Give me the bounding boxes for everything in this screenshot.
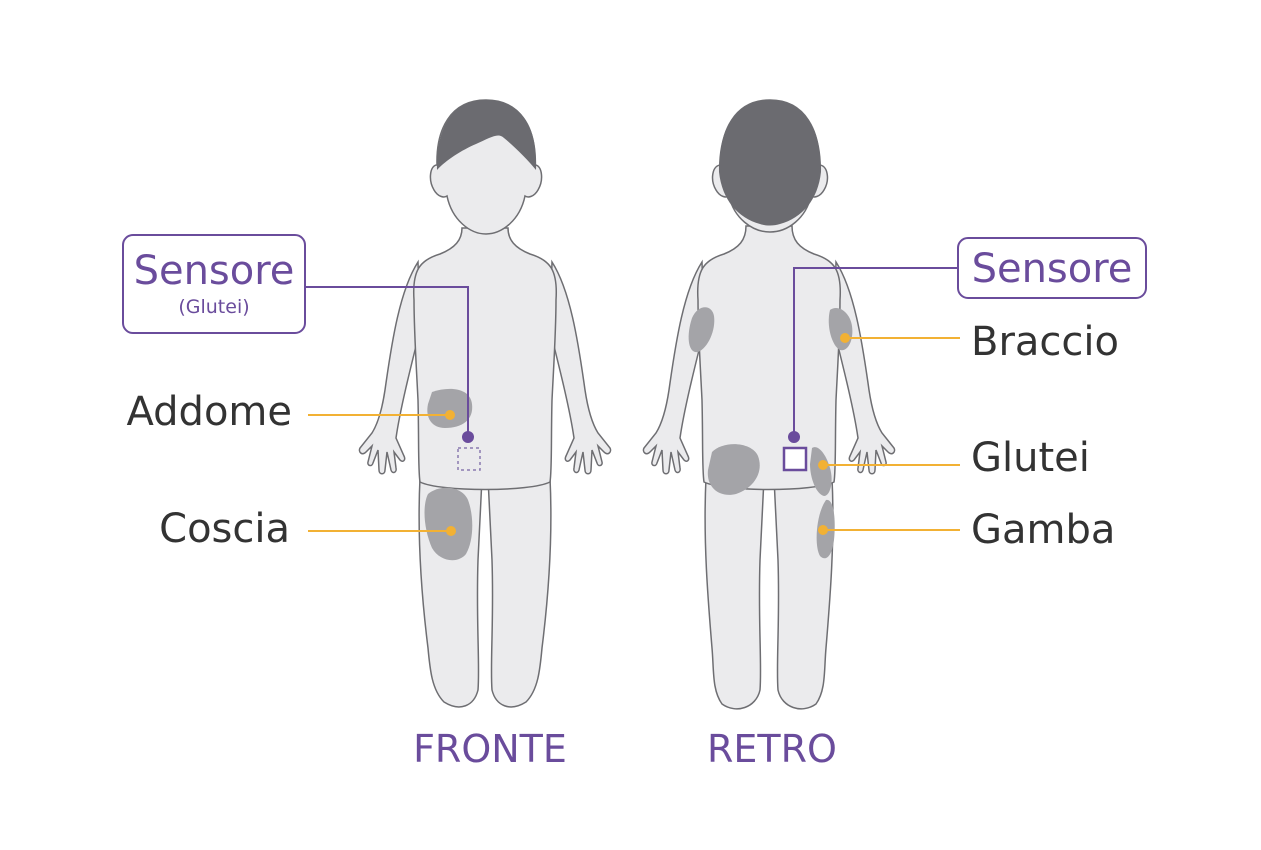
buttocks-dot xyxy=(818,460,828,470)
back-caption: RETRO xyxy=(707,727,837,771)
back-left-arm-zone xyxy=(688,307,715,353)
back-figure xyxy=(642,99,896,710)
front-right-arm xyxy=(549,259,612,475)
back-sensor-label-box xyxy=(957,237,1147,299)
label-leg: Gamba xyxy=(971,507,1115,553)
front-right-leg xyxy=(487,477,552,708)
thigh-dot xyxy=(446,526,456,536)
front-sensor-dot xyxy=(462,431,474,443)
back-hair xyxy=(718,100,822,226)
back-right-buttock-zone xyxy=(810,447,832,496)
back-left-buttock-zone xyxy=(707,444,760,495)
back-sensor-title: Sensore xyxy=(972,246,1133,292)
front-sensor-title: Sensore xyxy=(134,248,295,294)
front-sensor-subtitle: (Glutei) xyxy=(178,296,249,318)
leg-dot xyxy=(818,525,828,535)
abdomen-dot xyxy=(445,410,455,420)
arm-dot xyxy=(840,333,850,343)
front-sensor-dashed-box xyxy=(457,447,481,471)
back-sensor-leader xyxy=(793,267,958,437)
front-torso xyxy=(412,227,558,491)
front-sensor-leader xyxy=(305,286,469,437)
label-buttocks: Glutei xyxy=(971,435,1090,481)
front-hair xyxy=(436,100,537,170)
front-sensor-label-box xyxy=(122,234,306,334)
front-left-arm xyxy=(358,259,421,475)
back-left-arm xyxy=(642,259,705,475)
back-torso xyxy=(696,225,842,491)
front-figure xyxy=(358,99,612,708)
back-sensor-dot xyxy=(788,431,800,443)
back-left-leg xyxy=(704,477,765,710)
front-caption: FRONTE xyxy=(413,727,567,771)
label-arm: Braccio xyxy=(971,319,1119,365)
back-right-arm xyxy=(833,259,896,475)
front-thigh-zone xyxy=(424,487,473,561)
label-abdomen: Addome xyxy=(127,389,293,435)
back-sensor-box xyxy=(782,446,808,472)
leader-lines xyxy=(305,267,960,536)
label-thigh: Coscia xyxy=(159,506,290,552)
front-abdomen-zone xyxy=(427,388,473,428)
